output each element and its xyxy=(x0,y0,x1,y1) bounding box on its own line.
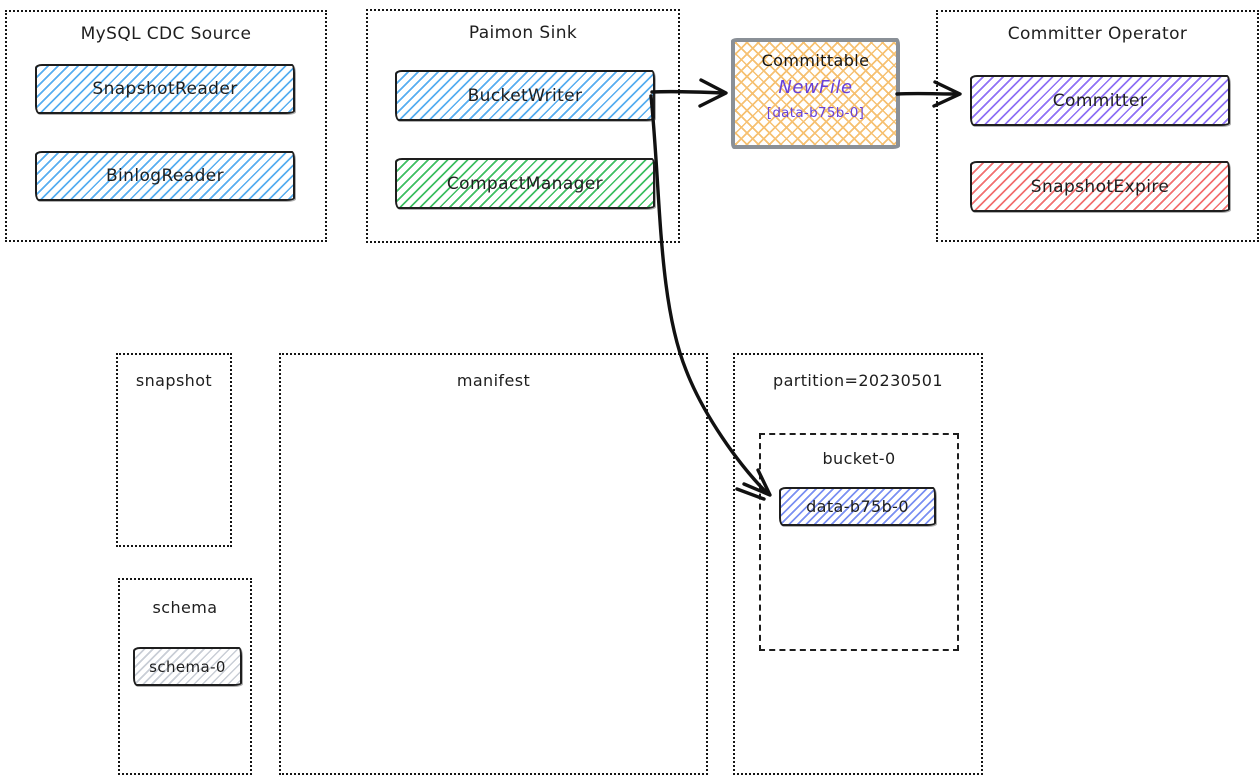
committable-file-list: [data-b75b-0] xyxy=(766,105,865,121)
node-label: BinlogReader xyxy=(105,166,225,186)
node-compact-manager: CompactManager xyxy=(395,158,655,209)
container-schema-dir: schema schema-0 xyxy=(118,578,252,775)
node-snapshot-reader: SnapshotReader xyxy=(35,64,295,114)
container-manifest-dir: manifest xyxy=(279,353,708,775)
partition-dir-title: partition=20230501 xyxy=(773,371,943,390)
data-file-label: data-b75b-0 xyxy=(806,497,909,516)
node-label: BucketWriter xyxy=(467,85,583,106)
container-mysql-cdc-source: MySQL CDC Source SnapshotReader BinlogRe… xyxy=(5,10,327,242)
container-bucket-0: bucket-0 data-b75b-0 xyxy=(759,433,959,651)
paimon-sink-title: Paimon Sink xyxy=(468,23,578,43)
node-snapshot-expire: SnapshotExpire xyxy=(970,161,1230,212)
snapshot-dir-title: snapshot xyxy=(135,371,213,390)
committable-newfile-label: NewFile xyxy=(778,77,853,98)
mysql-cdc-source-title: MySQL CDC Source xyxy=(80,24,252,44)
schema-dir-title: schema xyxy=(152,598,218,617)
container-partition-dir: partition=20230501 bucket-0 data-b75b-0 xyxy=(733,353,983,775)
node-binlog-reader: BinlogReader xyxy=(35,151,295,201)
container-committer-operator: Committer Operator Committer SnapshotExp… xyxy=(936,10,1259,242)
node-label: Committer xyxy=(1052,90,1148,111)
committable-title: Committable xyxy=(761,51,870,70)
schema-file-label: schema-0 xyxy=(149,657,226,676)
node-bucket-writer: BucketWriter xyxy=(395,70,655,121)
node-committable: Committable NewFile [data-b75b-0] xyxy=(731,38,900,149)
manifest-dir-title: manifest xyxy=(456,371,531,390)
bucket-0-title: bucket-0 xyxy=(822,449,896,468)
node-label: SnapshotExpire xyxy=(1030,176,1170,197)
node-data-file: data-b75b-0 xyxy=(779,487,936,526)
committer-operator-title: Committer Operator xyxy=(1007,24,1188,44)
node-label: SnapshotReader xyxy=(92,79,238,99)
container-paimon-sink: Paimon Sink BucketWriter CompactManager xyxy=(366,9,680,243)
container-snapshot-dir: snapshot xyxy=(116,353,232,547)
node-label: CompactManager xyxy=(446,173,604,194)
node-schema-file: schema-0 xyxy=(133,647,242,686)
node-committer: Committer xyxy=(970,75,1230,126)
